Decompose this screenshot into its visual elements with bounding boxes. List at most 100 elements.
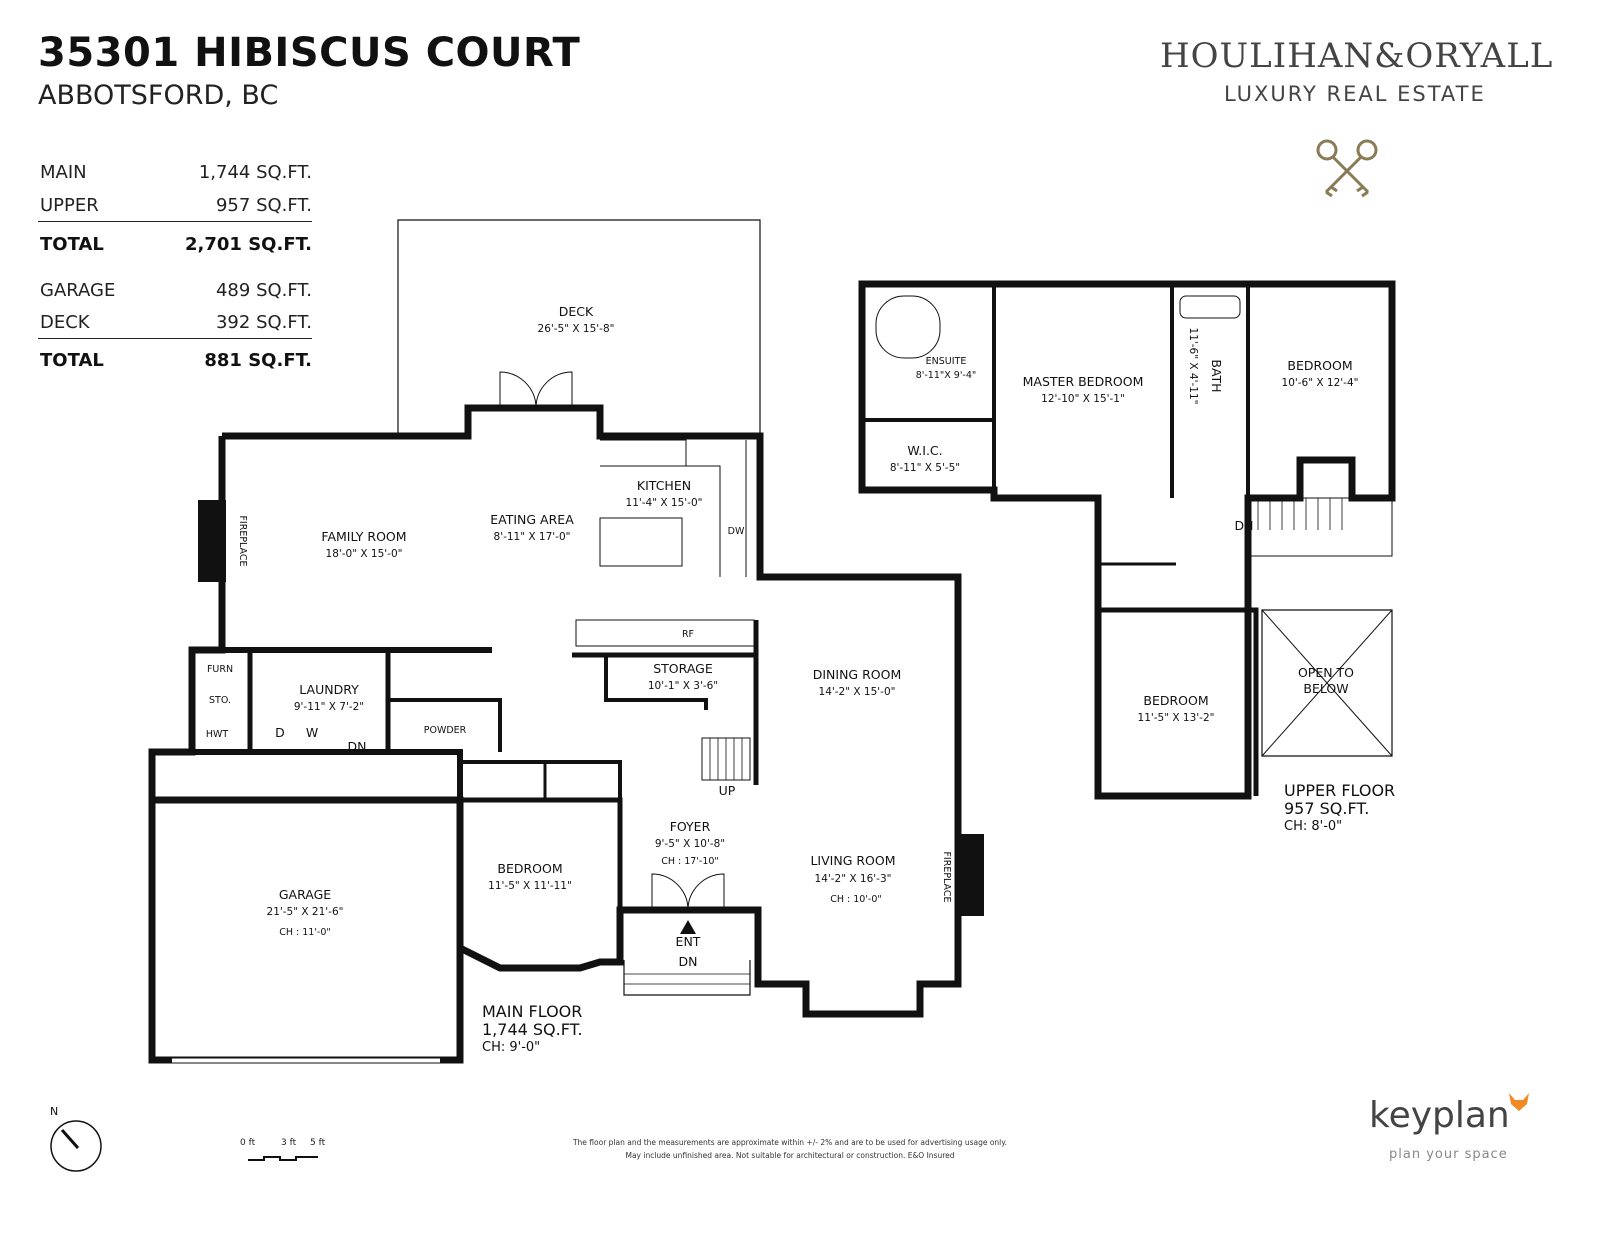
area-label: TOTAL	[40, 234, 104, 255]
north-label: N	[50, 1105, 59, 1118]
area-value: 1,744 SQ.FT.	[198, 162, 312, 183]
stairs-down-label: DN	[1235, 518, 1254, 533]
kitchen-counter	[686, 465, 721, 577]
storage-label: STO.	[209, 695, 231, 706]
interior-wall	[604, 655, 708, 710]
room-bedroom-main-dim: 11'-5" X 11'-11"	[488, 880, 572, 892]
room-garage-ch: CH : 11'-0"	[279, 927, 331, 938]
room-master-name: MASTER BEDROOM	[1023, 374, 1144, 389]
floor-area: 957 SQ.FT.	[1284, 799, 1370, 818]
scale-label-5: 5 ft	[310, 1138, 326, 1148]
floor-area: 1,744 SQ.FT.	[482, 1020, 583, 1039]
room-bath-name: BATH	[1209, 359, 1224, 392]
garage-wall	[152, 749, 463, 800]
room-laundry-dim: 9'-11" X 7'-2"	[294, 701, 364, 713]
interior-wall	[862, 418, 996, 498]
room-bedroom-up1-dim: 10'-6" X 12'-4"	[1282, 377, 1359, 389]
floor-ceiling: CH: 8'-0"	[1284, 819, 1343, 834]
compass-icon	[50, 1120, 102, 1172]
open-to-below	[1261, 609, 1393, 757]
room-ensuite-dim: 8'-11"X 9'-4"	[916, 370, 977, 381]
room-kitchen-name: KITCHEN	[637, 478, 691, 493]
room-living-dim: 14'-2" X 16'-3"	[815, 873, 892, 885]
kitchen-island	[599, 517, 683, 567]
area-label: GARAGE	[40, 280, 116, 301]
brand-name: HOULIHAN&ORYALL	[1160, 36, 1554, 76]
bathtub	[1179, 295, 1241, 319]
main-exterior-wall	[152, 404, 962, 1018]
room-dining-name: DINING ROOM	[813, 667, 902, 682]
fireplace-label: FIREPLACE	[941, 851, 952, 902]
room-foyer-name: FOYER	[670, 819, 711, 834]
fox-icon	[1509, 1093, 1529, 1111]
deck-door	[535, 371, 573, 409]
scale-label-3: 3 ft	[281, 1138, 297, 1148]
room-family-dim: 18'-0" X 15'-0"	[326, 548, 403, 560]
interior-wall	[460, 797, 623, 910]
room-bedroom-up2-dim: 11'-5" X 13'-2"	[1138, 712, 1215, 724]
area-value: 957 SQ.FT.	[215, 195, 312, 216]
deck-door	[499, 371, 537, 409]
room-living-name: LIVING ROOM	[810, 853, 895, 868]
disclaimer-line: May include unfinished area. Not suitabl…	[625, 1151, 955, 1160]
open-to-below-label: BELOW	[1303, 681, 1348, 696]
room-eating-name: EATING AREA	[490, 512, 574, 527]
room-storage-dim: 10'-1" X 3'-6"	[648, 680, 718, 692]
stairs-up-label: UP	[719, 783, 736, 798]
interior-wall	[460, 760, 622, 800]
interior-wall	[388, 698, 502, 752]
room-storage-name: STORAGE	[653, 661, 713, 676]
brand-tagline: LUXURY REAL ESTATE	[1224, 82, 1486, 106]
area-value: 489 SQ.FT.	[215, 280, 312, 301]
stairs-down-label: DN	[679, 954, 698, 969]
stairs-upper	[1257, 498, 1343, 530]
page-subtitle: ABBOTSFORD, BC	[38, 80, 279, 111]
fireplace-label: FIREPLACE	[237, 515, 248, 566]
kitchen-counter	[600, 439, 687, 467]
area-label: UPPER	[40, 195, 99, 216]
room-master-dim: 12'-10" X 15'-1"	[1041, 393, 1125, 405]
upper-floor-label: UPPER FLOOR 957 SQ.FT. CH: 8'-0"	[1284, 782, 1395, 836]
divider	[38, 221, 312, 222]
entry-steps	[623, 960, 751, 996]
room-living-ch: CH : 10'-0"	[830, 894, 882, 905]
stairs-down-label: DN	[348, 739, 367, 754]
stairs-upper	[1250, 497, 1393, 557]
area-label: MAIN	[40, 162, 87, 183]
room-garage-name: GARAGE	[279, 887, 331, 902]
area-label: DECK	[40, 312, 90, 333]
scale-bar	[248, 1156, 318, 1161]
room-family-name: FAMILY ROOM	[321, 529, 406, 544]
entry-door	[687, 873, 725, 911]
fireplace-family	[198, 500, 226, 582]
floor-name: MAIN FLOOR	[482, 1002, 583, 1021]
dishwasher-label: DW	[728, 526, 745, 537]
fireplace-living	[956, 834, 984, 916]
page-title: 35301 HIBISCUS COURT	[38, 30, 581, 76]
room-garage-dim: 21'-5" X 21'-6"	[267, 906, 344, 918]
room-dining-dim: 14'-2" X 15'-0"	[819, 686, 896, 698]
room-wic-dim: 8'-11" X 5'-5"	[890, 462, 960, 474]
room-ensuite-name: ENSUITE	[926, 356, 967, 367]
kitchen-counter	[575, 619, 755, 647]
entrance-label: ENT	[676, 934, 701, 949]
room-wic-name: W.I.C.	[907, 443, 942, 458]
room-bedroom-main-name: BEDROOM	[497, 861, 562, 876]
room-bedroom-up1-name: BEDROOM	[1287, 358, 1352, 373]
washer-label: W	[306, 725, 318, 740]
bathtub	[875, 295, 941, 359]
room-foyer-dim: 9'-5" X 10'-8"	[655, 838, 725, 850]
room-foyer-ch: CH : 17'-10"	[661, 856, 719, 867]
area-value: 392 SQ.FT.	[215, 312, 312, 333]
interior-wall	[1098, 607, 1259, 796]
dryer-label: D	[275, 725, 285, 740]
room-deck-dim: 26'-5" X 15'-8"	[538, 323, 615, 335]
room-deck-name: DECK	[559, 304, 594, 319]
area-label: TOTAL	[40, 350, 104, 371]
keyplan-tagline: plan your space	[1389, 1147, 1508, 1162]
deck-outline	[397, 219, 761, 436]
disclaimer: The floor plan and the measurements are …	[480, 1136, 1100, 1162]
divider	[38, 338, 312, 339]
stairs-main	[709, 738, 743, 780]
